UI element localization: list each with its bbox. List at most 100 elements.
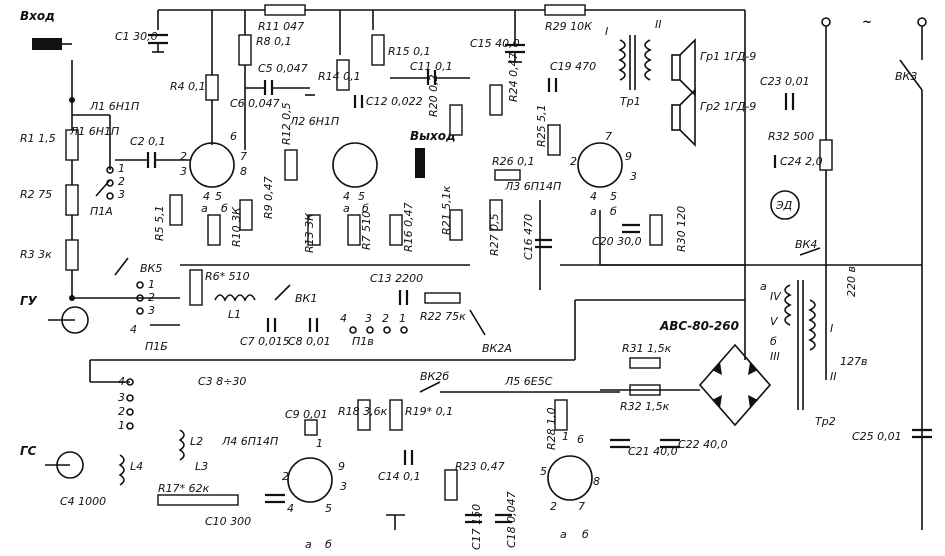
output-label: Выход: [410, 129, 456, 143]
vk2a-label: ВК2А: [482, 342, 512, 355]
c12-label: C12 0,022: [366, 95, 423, 108]
gu-label: ГУ: [20, 294, 38, 308]
svg-text:3: 3: [340, 480, 347, 493]
transformer-id: АВС-80-260: [659, 319, 739, 333]
c7-label: C7 0,015: [240, 335, 290, 348]
svg-text:4: 4: [590, 190, 597, 203]
l4-tube: Л4 6П14П: [221, 435, 278, 448]
c4-label: C4 1000: [60, 495, 106, 508]
speaker-gr1: Гр1 1ГД-9: [671, 38, 756, 97]
top-bus: [157, 9, 746, 360]
vk2b-network: R19* 0,1 C14 0,1 ВК2б: [378, 370, 620, 483]
l1-network: L1 C7 0,015 C8 0,01 ВК1: [214, 284, 331, 348]
vk3-label: ВК3: [895, 70, 917, 83]
gr2-label: Гр2 1ГД-9: [700, 100, 756, 113]
l1-cathode-resistors: R5 5,1 R6* 510 R9 0,47 R10 3К: [153, 176, 470, 306]
c10-label: C10 300: [205, 515, 251, 528]
tube-l2: Л2 6Н1П R14 0,1 R15 0,1 R13 3К R7 510 R1…: [280, 34, 431, 253]
svg-text:7: 7: [578, 500, 585, 513]
switch-p1a: 1 2 3: [95, 162, 125, 201]
r32b-label: R32 500: [768, 130, 814, 143]
c18-label: C18 0,047: [505, 491, 518, 548]
power-transformer: а IV V б III I II 220 в 127в Тр2 АВС-80-…: [659, 266, 867, 428]
svg-text:6: 6: [230, 130, 237, 143]
c15-label: C15 40,0: [470, 37, 520, 50]
c13-label: C13 2200: [370, 272, 423, 285]
r8-label: R8 0,1: [256, 35, 292, 48]
r7-label: R7 510: [360, 211, 373, 250]
r19-label: R19* 0,1: [405, 405, 453, 418]
r8-c5-c6: R8 0,1 C5 0,047 C6 0,047: [230, 10, 315, 150]
mains-220-label: 220 в: [845, 266, 858, 297]
r22-p1v: R22 75к 4 3 2 1 П1в ВК2А: [340, 292, 512, 355]
c17-label: C17 150: [470, 504, 483, 550]
r6-label: R6* 510: [205, 270, 250, 283]
r15-label: R15 0,1: [388, 45, 431, 58]
svg-text:7: 7: [605, 130, 612, 143]
mains-127-label: 127в: [840, 355, 867, 368]
c9-label: C9 0,01: [285, 408, 328, 421]
output-jack: [415, 148, 425, 178]
svg-text:1: 1: [399, 312, 406, 325]
svg-text:а: а: [201, 202, 208, 215]
r14-label: R14 0,1: [318, 70, 361, 83]
svg-text:5: 5: [215, 190, 222, 203]
c1-label: C1 30,0: [115, 30, 158, 43]
svg-text:а: а: [305, 538, 312, 551]
c2-label: C2 0,1: [130, 135, 166, 148]
ac-symbol: ~: [862, 15, 872, 29]
svg-text:2: 2: [282, 470, 289, 483]
svg-text:2: 2: [118, 175, 125, 188]
svg-text:9: 9: [338, 460, 345, 473]
l5-tube: Л5 6Е5С: [504, 375, 553, 388]
gr1-label: Гр1 1ГД-9: [700, 50, 756, 63]
svg-text:б: б: [325, 538, 332, 551]
capacitor-c25: C25 0,01: [852, 428, 932, 443]
c3-label: C3 8÷30: [198, 375, 246, 388]
svg-text:3: 3: [118, 188, 125, 201]
svg-text:3: 3: [365, 312, 372, 325]
r11-label: R11 047: [258, 20, 304, 33]
capacitor-c2: C2 0,1: [115, 135, 190, 168]
l3-inductor-label: L3: [195, 460, 208, 473]
r25-label: R25 5,1: [535, 104, 548, 147]
svg-text:9: 9: [625, 150, 632, 163]
output-section: Выход R20 0,2 R21 5,1к C13 2200: [370, 74, 463, 305]
svg-text:6: 6: [577, 433, 584, 446]
svg-text:4: 4: [340, 312, 347, 325]
svg-text:1: 1: [118, 419, 125, 432]
svg-text:б: б: [770, 335, 777, 348]
c22-label: C22 40,0: [678, 438, 728, 451]
svg-text:5: 5: [610, 190, 617, 203]
c6-label: C6 0,047: [230, 97, 280, 110]
svg-text:а: а: [590, 205, 597, 218]
svg-text:2: 2: [382, 312, 389, 325]
r27-label: R27 0,5: [488, 213, 501, 256]
r28-label: R28 1,0: [545, 407, 558, 450]
vk2b-label: ВК2б: [420, 370, 449, 383]
svg-text:2: 2: [118, 405, 125, 418]
tube-l4: C3 8÷30 L2 L3 Л4 6П14П C9 0,01 R18 3,6к …: [157, 375, 388, 551]
tube-l3: Л3 6П14П R24 0,47 R25 5,1 R26 0,1 R27 0,…: [488, 52, 637, 260]
svg-text:8: 8: [593, 475, 600, 488]
c25-label: C25 0,01: [852, 430, 902, 443]
svg-text:б: б: [610, 205, 617, 218]
svg-text:4: 4: [130, 323, 137, 336]
svg-text:4: 4: [343, 190, 350, 203]
c5-label: C5 0,047: [258, 62, 308, 75]
svg-text:7: 7: [240, 150, 247, 163]
r26-label: R26 0,1: [492, 155, 535, 168]
r13-label: R13 3К: [303, 212, 316, 253]
vk4-label: ВК4: [795, 238, 817, 251]
l4-label: L4: [130, 460, 143, 473]
svg-text:III: III: [770, 350, 780, 363]
svg-text:3: 3: [630, 170, 637, 183]
r3-label: R3 3к: [20, 248, 52, 261]
l1-inductor-label: L1: [228, 308, 241, 321]
input-jack: [32, 38, 62, 50]
capacitor-c11: C11 0,1: [390, 60, 470, 85]
l2-tube: Л2 6Н1П: [289, 115, 339, 128]
input-section: Вход R1 1,5 R2 75 R3 3к П1А Л1 6Н1П: [20, 9, 119, 301]
r22-label: R22 75к: [420, 310, 466, 323]
